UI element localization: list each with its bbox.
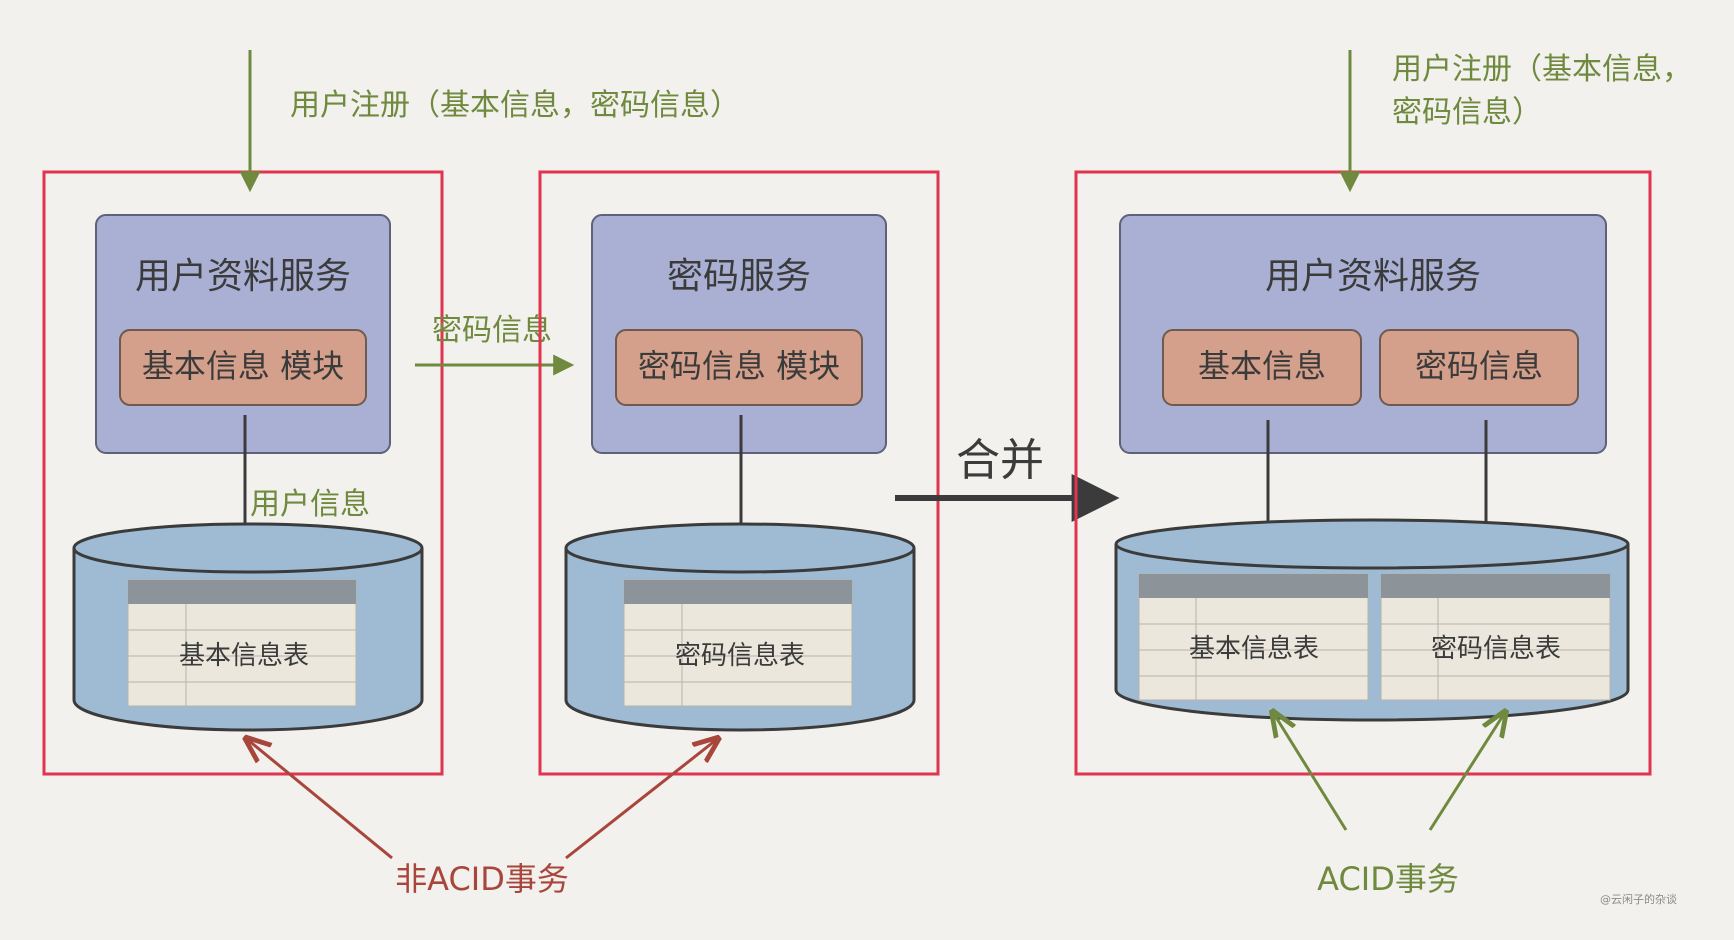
password-service-title: 密码服务	[667, 256, 811, 297]
user-registration-input: 用户注册（基本信息，密码信息）	[239, 50, 740, 193]
user-profile-service: 用户资料服务 基本信息 模块	[95, 214, 391, 454]
basic-info-database: 基本信息表	[72, 522, 424, 732]
merged-registration-input: 用户注册（基本信息， 密码信息）	[1339, 50, 1692, 193]
basic-info-table-label: 基本信息表	[179, 641, 309, 671]
merged-basic-info-module	[1162, 329, 1362, 406]
merged-password-info-module-label: 密码信息	[1415, 347, 1543, 385]
merge-arrow: 合并	[895, 435, 1120, 522]
merge-label: 合并	[956, 435, 1044, 486]
merged-basic-info-module-label: 基本信息	[1198, 347, 1326, 385]
watermark: @云闲子的杂谈	[1600, 892, 1677, 906]
merged-basic-info-table-label: 基本信息表	[1189, 634, 1319, 664]
password-service: 密码服务 密码信息 模块	[591, 214, 887, 454]
password-service-boundary	[538, 170, 940, 776]
user-service-title: 用户资料服务	[135, 256, 351, 297]
merged-registration-label-line2: 密码信息）	[1392, 95, 1542, 130]
basic-info-table: 基本信息表	[127, 579, 357, 707]
password-info-module	[615, 329, 863, 406]
password-info-table-label: 密码信息表	[675, 641, 805, 671]
merged-password-info-table-label: 密码信息表	[1431, 634, 1561, 664]
password-info-flow: 密码信息	[415, 313, 575, 376]
non-acid-note: 非ACID事务	[248, 740, 716, 898]
password-info-module-label: 密码信息 模块	[638, 347, 840, 385]
user-info-flow: 用户信息	[245, 415, 370, 575]
merged-registration-label-line1: 用户注册（基本信息，	[1392, 52, 1692, 87]
user-info-label: 用户信息	[250, 487, 370, 522]
basic-info-module	[119, 329, 367, 406]
merged-password-info-module	[1379, 329, 1579, 406]
merged-database: 基本信息表 密码信息表	[1114, 518, 1630, 722]
password-info-table: 密码信息表	[623, 579, 853, 707]
merged-service-boundary	[1074, 170, 1652, 776]
merged-basic-info-table: 基本信息表	[1138, 573, 1369, 701]
merged-user-profile-service: 用户资料服务 基本信息 密码信息	[1119, 214, 1607, 454]
registration-label: 用户注册（基本信息，密码信息）	[290, 88, 740, 123]
password-database: 密码信息表	[564, 522, 916, 732]
basic-info-module-label: 基本信息 模块	[142, 347, 344, 385]
merged-service-title: 用户资料服务	[1265, 256, 1481, 297]
acid-label: ACID事务	[1317, 860, 1459, 898]
merged-password-info-table: 密码信息表	[1380, 573, 1611, 701]
password-info-flow-label: 密码信息	[432, 313, 552, 348]
acid-note: ACID事务	[1274, 714, 1504, 898]
non-acid-label: 非ACID事务	[395, 860, 569, 898]
